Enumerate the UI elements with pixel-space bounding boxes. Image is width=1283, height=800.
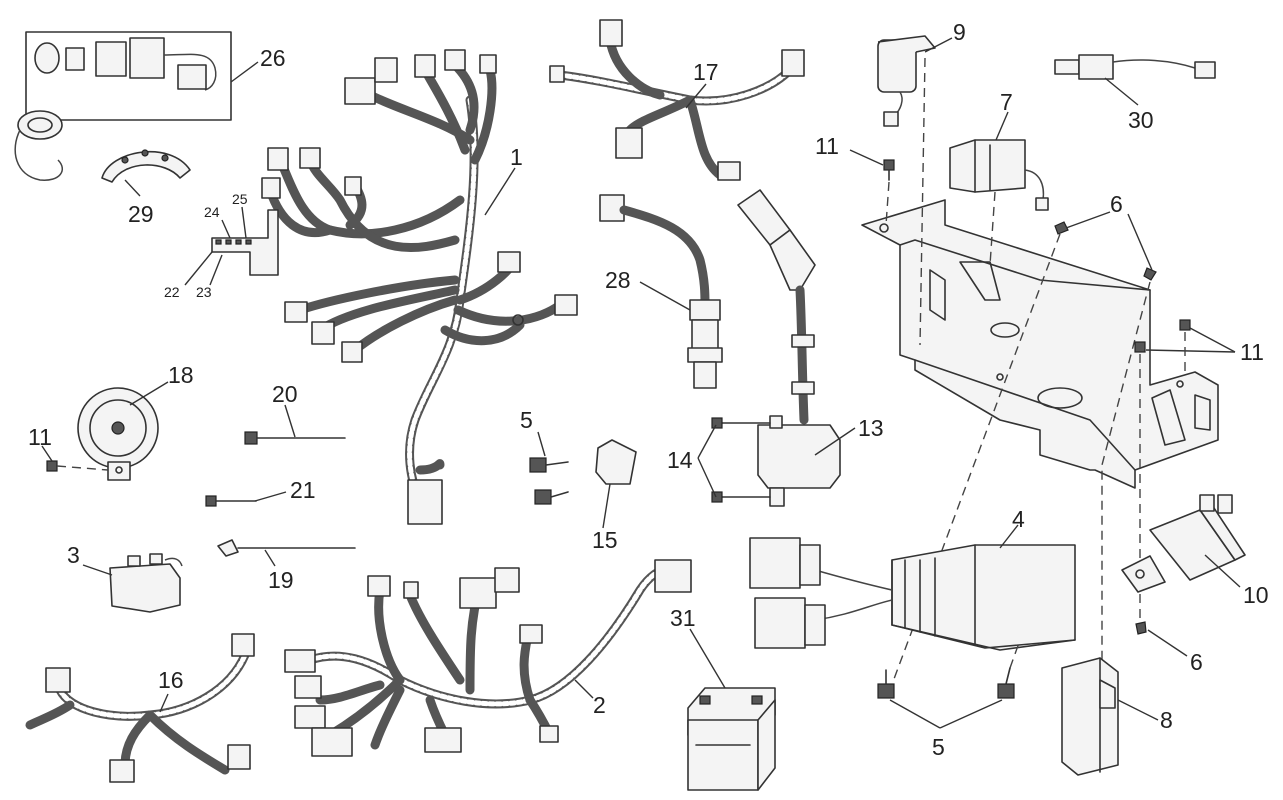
callout-1: 1 <box>510 144 523 170</box>
flasher-part[interactable] <box>877 35 936 127</box>
speed-sensor-part[interactable] <box>599 194 723 389</box>
temp-sensor-part[interactable] <box>1054 54 1216 80</box>
callout-5-lower: 5 <box>932 734 945 760</box>
ignition-switch-part[interactable] <box>25 31 232 121</box>
callout-8: 8 <box>1160 707 1173 733</box>
diode-plate-part[interactable] <box>101 149 191 183</box>
callout-6-bottom: 6 <box>1190 649 1203 675</box>
callout-19: 19 <box>268 567 294 593</box>
battery-part[interactable] <box>687 687 776 791</box>
front-harness-part[interactable] <box>25 633 255 783</box>
cable-tie-20-part[interactable] <box>244 431 346 445</box>
callout-26: 26 <box>260 45 286 71</box>
callout-17: 17 <box>693 59 719 85</box>
ignition-coil-part[interactable] <box>711 189 841 507</box>
callout-24: 24 <box>204 204 220 220</box>
callout-30: 30 <box>1128 107 1154 133</box>
upper-harness-part[interactable] <box>549 19 805 181</box>
callout-4: 4 <box>1012 506 1025 532</box>
callout-11-top: 11 <box>815 133 839 159</box>
rear-harness-part[interactable] <box>284 559 692 757</box>
callout-10: 10 <box>1243 582 1269 608</box>
callout-13: 13 <box>858 415 884 441</box>
fuse-box-part[interactable] <box>949 139 1049 211</box>
callout-23: 23 <box>196 284 212 300</box>
callout-7: 7 <box>1000 89 1013 115</box>
battery-tray-part[interactable] <box>861 199 1219 489</box>
cable-tie-19-part[interactable] <box>217 539 356 557</box>
callout-5-upper: 5 <box>520 407 533 433</box>
bracket-screw-top-part[interactable] <box>883 159 895 181</box>
callout-11-right: 11 <box>1240 339 1264 365</box>
regulator-part[interactable] <box>749 537 1076 651</box>
callout-28: 28 <box>605 267 631 293</box>
resistor-part[interactable] <box>595 439 637 485</box>
bracket-screw-right-part[interactable] <box>1134 319 1191 353</box>
callout-18: 18 <box>168 362 194 388</box>
callout-25: 25 <box>232 191 248 207</box>
callout-9: 9 <box>953 19 966 45</box>
callout-14: 14 <box>667 447 693 473</box>
cable-tie-21-part[interactable] <box>205 495 257 507</box>
terminal-bracket-part[interactable] <box>211 209 279 276</box>
callout-20: 20 <box>272 381 298 407</box>
callout-6-top: 6 <box>1110 191 1123 217</box>
cdi-unit-part[interactable] <box>1061 657 1119 776</box>
bolt-pair-part[interactable] <box>529 457 569 505</box>
callout-22: 22 <box>164 284 180 300</box>
callout-21: 21 <box>290 477 316 503</box>
nut-bottom-part[interactable] <box>1135 621 1147 635</box>
starter-relay-part[interactable] <box>109 553 183 613</box>
callout-16: 16 <box>158 667 184 693</box>
sensor-cap-part[interactable] <box>14 110 63 181</box>
callout-15: 15 <box>592 527 618 553</box>
callout-29: 29 <box>128 201 154 227</box>
callout-3: 3 <box>67 542 80 568</box>
nut-top-part[interactable] <box>1054 221 1157 281</box>
callout-31: 31 <box>670 605 696 631</box>
main-harness-part[interactable] <box>265 60 565 505</box>
callout-11-horn: 11 <box>28 424 52 450</box>
regulator-bolt-pair-part[interactable] <box>877 667 1015 699</box>
main-harness-connectors <box>261 49 578 525</box>
horn-part[interactable] <box>77 387 159 481</box>
callout-2: 2 <box>593 692 606 718</box>
